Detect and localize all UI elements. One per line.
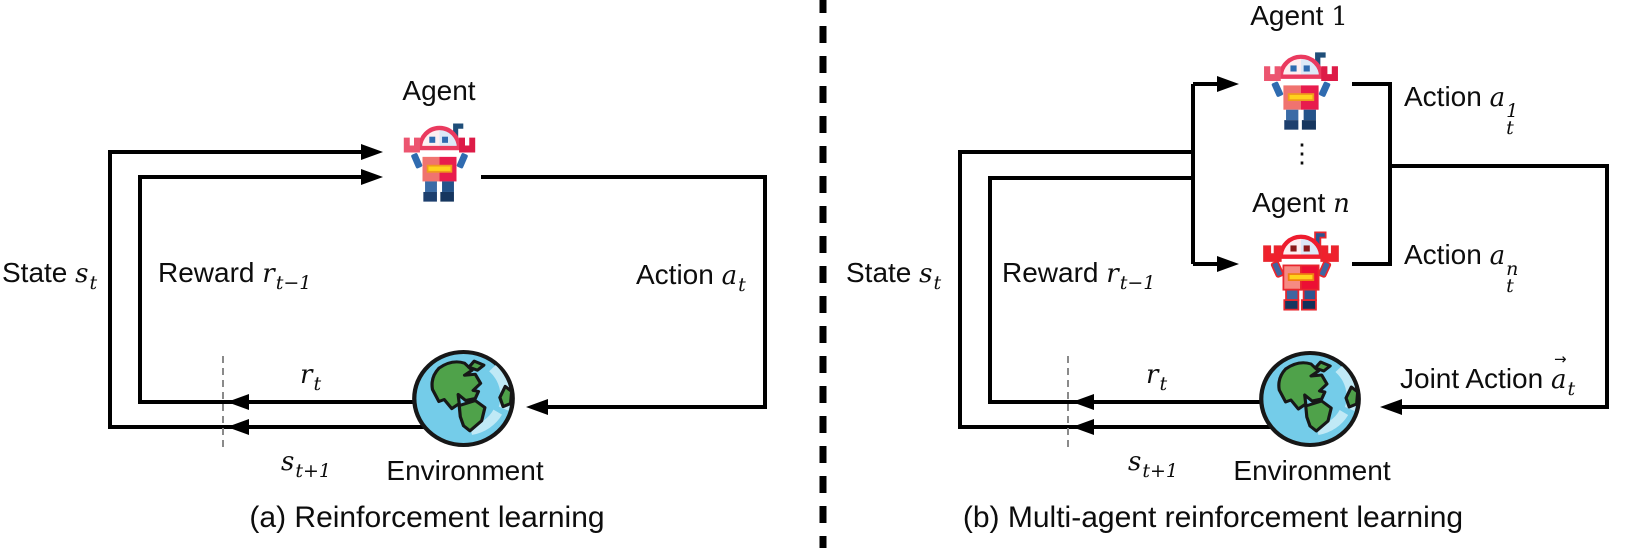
joint-action-loop-b: [1390, 164, 1609, 409]
arrow-reward-into-agent-a: [361, 169, 383, 185]
arrow-action-into-env-a: [526, 399, 548, 415]
reward-label-b: Reward rt−1: [1002, 257, 1156, 294]
action-label-a: Action at: [636, 259, 746, 296]
next-state-label-a: st+1: [281, 447, 331, 482]
next-state-label-b: st+1: [1128, 447, 1178, 482]
reward-loop-a: [138, 175, 440, 404]
reward-t-label-a: rt: [300, 360, 322, 395]
robot-icon: [403, 123, 476, 202]
agent-label-a: Agent: [402, 75, 476, 106]
action-loop-a: [481, 175, 767, 409]
globe-icon: [1259, 351, 1361, 447]
arrow-into-agent1-b: [1217, 76, 1239, 92]
environment-label-a: Environment: [386, 455, 544, 486]
arrow-state-into-agent-a: [361, 144, 383, 160]
reward-t-label-b: rt: [1146, 360, 1168, 395]
globe-icon: [412, 350, 515, 447]
arrow-st1-a: [227, 419, 249, 435]
state-loop-a: [108, 150, 440, 429]
robot-red-icon: [1263, 231, 1339, 311]
state-label-a: State st: [2, 257, 98, 294]
agents-ellipsis: ⋮: [1289, 138, 1315, 168]
agent-bus-right-b: [1352, 82, 1392, 266]
joint-action-label-b: Joint Action →at: [1400, 350, 1576, 400]
arrow-st1-b: [1072, 419, 1094, 435]
environment-label-b: Environment: [1233, 455, 1391, 486]
vector-arrow: →: [1553, 350, 1567, 368]
caption-b: (b) Multi-agent reinforcement learning: [962, 501, 1464, 534]
robot-icon: [1264, 52, 1338, 130]
arrow-rt-b: [1072, 394, 1094, 410]
agent-n-label-b: Agent n: [1252, 187, 1350, 219]
arrow-joint-into-env-b: [1380, 399, 1402, 415]
arrow-into-agentn-b: [1217, 256, 1239, 272]
reward-label-a: Reward rt−1: [158, 257, 312, 294]
reward-loop-b: [988, 176, 1285, 404]
agent1-label-b: Agent 1: [1250, 0, 1348, 32]
agent-bus-left-b: [1191, 82, 1228, 266]
arrow-rt-a: [227, 394, 249, 410]
caption-a: (a) Reinforcement learning: [249, 501, 605, 534]
state-loop-b: [958, 150, 1285, 429]
state-label-b: State st: [846, 257, 942, 294]
